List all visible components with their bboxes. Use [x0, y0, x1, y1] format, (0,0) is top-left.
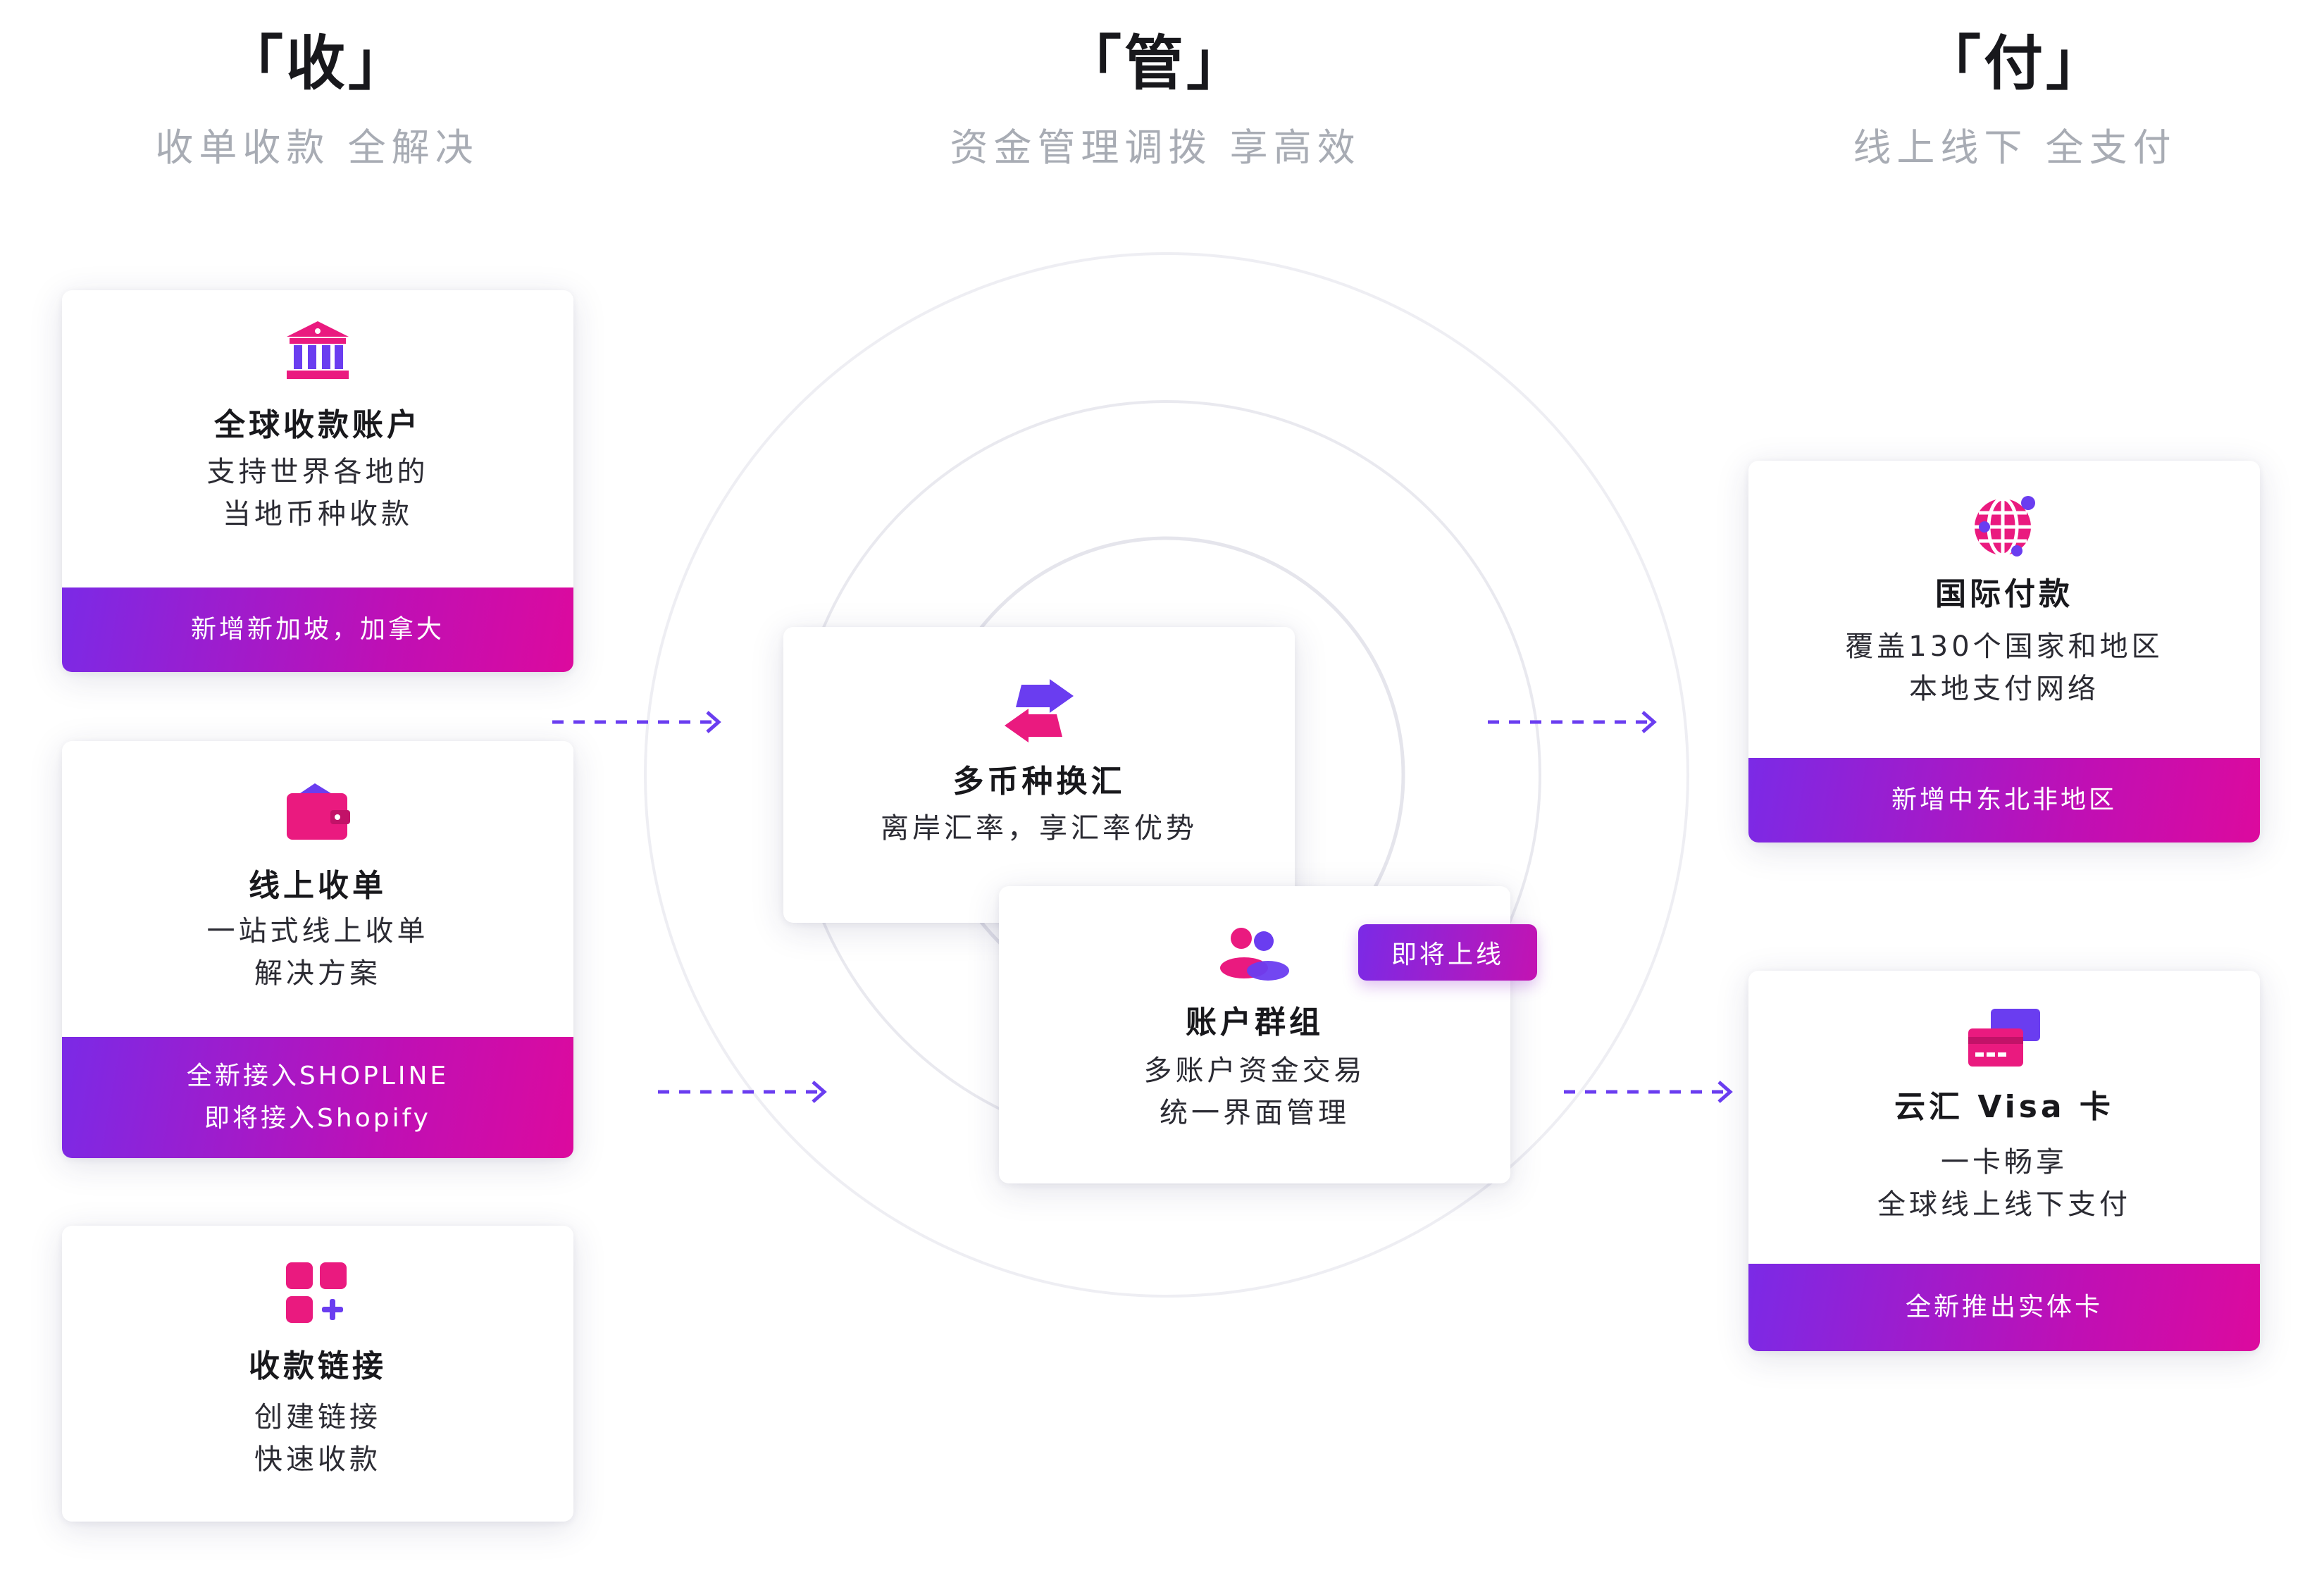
coming-soon-badge: 即将上线	[1358, 924, 1537, 981]
band-text: 新增中东北非地区	[1891, 785, 2117, 814]
card-desc-line: 解决方案	[254, 957, 381, 990]
card-highlight-band: 新增中东北非地区	[1748, 758, 2260, 843]
exchange-arrows-icon	[1005, 679, 1074, 742]
band-text: 即将接入Shopify	[204, 1104, 431, 1133]
intl-payout-card: 国际付款 覆盖130个国家和地区 本地支付网络 新增中东北非地区	[1748, 461, 2260, 843]
apps-plus-icon	[286, 1262, 347, 1323]
flow-arrow-checkout-to-group	[658, 1081, 827, 1103]
bank-icon	[287, 321, 349, 379]
card-title: 全球收款账户	[214, 407, 421, 443]
column-subtitle: 资金管理调拨 享高效	[950, 125, 1361, 170]
payment-link-card: 收款链接 创建链接 快速收款	[62, 1226, 573, 1522]
flow-arrow-collect-to-fx	[552, 711, 721, 733]
user-group-icon	[1220, 928, 1289, 981]
flow-arrow-group-to-visa	[1564, 1081, 1733, 1103]
card-desc-line: 支持世界各地的	[206, 456, 429, 488]
column-title: 「收」	[223, 29, 410, 98]
column-subtitle: 收单收款 全解决	[155, 125, 479, 170]
band-text: 全新接入SHOPLINE	[186, 1062, 449, 1090]
column-header-manage: 「管」 资金管理调拨 享高效	[888, 28, 1423, 170]
cards-icon	[1968, 1009, 2040, 1067]
global-account-card: 全球收款账户 支持世界各地的 当地币种收款 新增新加坡，加拿大	[62, 290, 573, 672]
visa-card-card: 云汇 Visa 卡 一卡畅享 全球线上线下支付 全新推出实体卡	[1748, 971, 2260, 1351]
card-highlight-band: 全新推出实体卡	[1748, 1264, 2260, 1351]
column-title: 「管」	[1062, 29, 1248, 98]
card-highlight-band: 全新接入SHOPLINE 即将接入Shopify	[62, 1037, 573, 1158]
card-desc-line: 统一界面管理	[1160, 1097, 1350, 1129]
card-title: 账户群组	[1186, 1005, 1324, 1040]
band-text: 全新推出实体卡	[1905, 1293, 2103, 1322]
card-title: 多币种换汇	[952, 764, 1126, 800]
online-checkout-card: 线上收单 一站式线上收单 解决方案 全新接入SHOPLINE 即将接入Shopi…	[62, 741, 573, 1158]
column-header-collect: 「收」 收单收款 全解决	[92, 28, 542, 170]
card-title: 线上收单	[249, 868, 387, 904]
column-subtitle: 线上线下 全支付	[1853, 125, 2177, 170]
flow-arrow-fx-to-payout	[1488, 711, 1657, 733]
column-header-pay: 「付」 线上线下 全支付	[1775, 28, 2254, 170]
card-desc-line: 当地币种收款	[223, 498, 413, 530]
card-title: 收款链接	[249, 1348, 387, 1384]
card-desc-line: 离岸汇率，享汇率优势	[881, 812, 1198, 845]
card-desc-line: 全球线上线下支付	[1877, 1188, 2131, 1221]
band-text: 新增新加坡，加拿大	[190, 615, 445, 644]
card-desc-line: 本地支付网络	[1909, 673, 2099, 705]
card-title: 云汇 Visa 卡	[1894, 1089, 2114, 1125]
column-title: 「付」	[1921, 29, 2108, 98]
card-desc-line: 一卡畅享	[1941, 1146, 2068, 1179]
card-desc-line: 创建链接	[254, 1401, 381, 1434]
globe-icon	[1975, 496, 2035, 557]
card-desc-line: 快速收款	[254, 1443, 381, 1476]
wallet-icon	[287, 783, 350, 840]
card-desc-line: 覆盖130个国家和地区	[1845, 630, 2163, 663]
fx-exchange-card: 多币种换汇 离岸汇率，享汇率优势	[783, 627, 1295, 923]
card-highlight-band: 新增新加坡，加拿大	[62, 587, 573, 672]
card-title: 国际付款	[1935, 576, 2073, 612]
card-desc-line: 多账户资金交易	[1143, 1055, 1366, 1087]
card-desc-line: 一站式线上收单	[206, 915, 429, 947]
